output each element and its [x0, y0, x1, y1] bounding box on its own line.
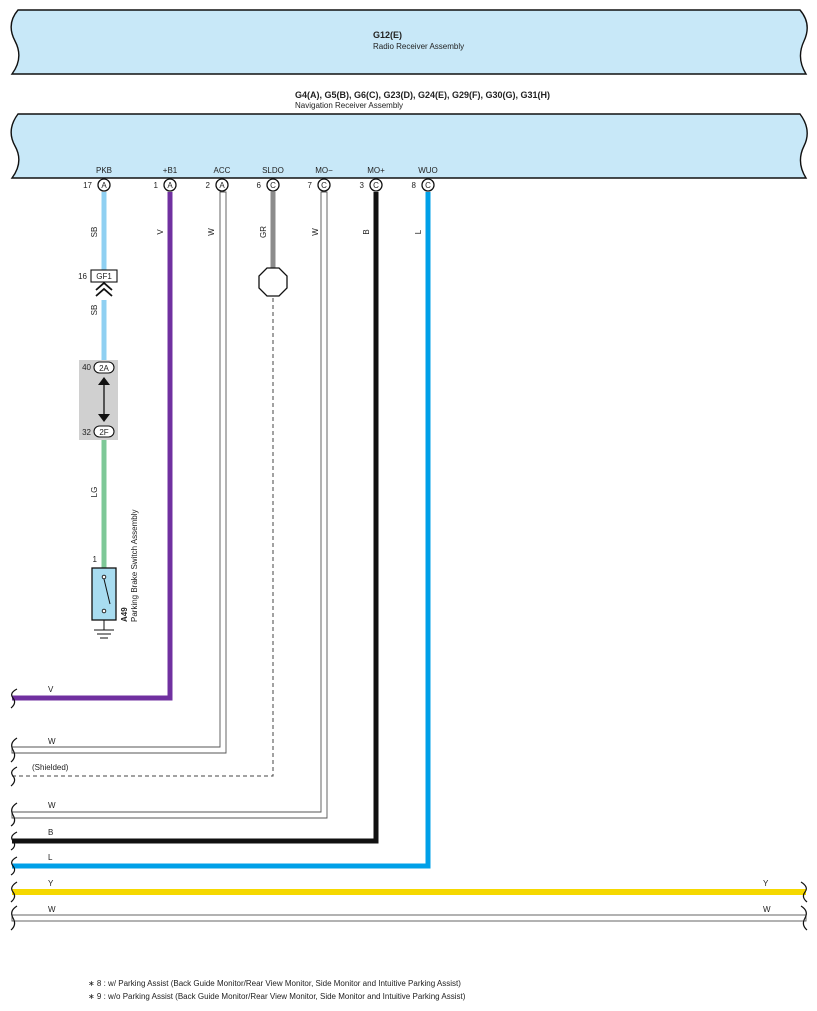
wire-label-v: V [156, 229, 165, 235]
pin-name-b1: +B1 [163, 166, 178, 175]
nav-name: Navigation Receiver Assembly [295, 101, 403, 110]
connector-sldo [266, 178, 280, 192]
pin-num-mo-minus: 7 [308, 181, 313, 190]
junction-top-label: 2A [99, 364, 109, 373]
conn-sldo: C [270, 181, 276, 190]
pin-num-sldo: 6 [257, 181, 262, 190]
connector-acc [215, 178, 229, 192]
wire-label-b: B [362, 229, 371, 234]
wire-label-sb: SB [90, 227, 99, 238]
h-label-w3-right: W [763, 905, 771, 914]
wire-mo-minus-w [11, 191, 328, 819]
wire-shielded [12, 298, 274, 777]
radio-code: G12(E) [373, 30, 402, 40]
wire-label-sb-2: SB [90, 305, 99, 316]
h-label-v: V [48, 685, 54, 694]
pin-row: PKB 17 A +B1 1 A ACC 2 A SLDO 6 C MO− 7 … [83, 166, 438, 192]
junction-block: 40 2A 32 2F [79, 360, 118, 440]
conn-mo-plus: C [373, 181, 379, 190]
pin-name-wuo: WUO [418, 166, 438, 175]
connector-mo-minus [317, 178, 331, 192]
conn-wuo: C [425, 181, 431, 190]
h-label-w3: W [48, 905, 56, 914]
parking-brake-switch: 1 A49 Parking Brake Switch Assembly [91, 510, 139, 639]
pin-name-sldo: SLDO [262, 166, 284, 175]
wire-label-acc-w: W [207, 228, 216, 236]
h-label-y-right: Y [763, 879, 769, 888]
shield-ground-octagon [258, 267, 288, 297]
connector-mo-plus [369, 178, 383, 192]
pin-num-mo-plus: 3 [360, 181, 365, 190]
h-label-w2: W [48, 801, 56, 810]
h-label-b: B [48, 828, 53, 837]
conn-b1: A [167, 181, 173, 190]
switch-pin: 1 [93, 555, 98, 564]
wire-label-l: L [414, 229, 423, 234]
pin-name-acc: ACC [214, 166, 231, 175]
connector-wuo [421, 178, 435, 192]
pin-num-pkb: 17 [83, 181, 92, 190]
footnote-2: ∗ 9 : w/o Parking Assist (Back Guide Mon… [88, 992, 466, 1001]
wire-b [12, 192, 379, 844]
gf1-label: GF1 [96, 272, 112, 281]
pin-name-pkb: PKB [96, 166, 112, 175]
connector-pkb [97, 178, 111, 192]
wire-label-lg: LG [90, 487, 99, 498]
h-label-w1: W [48, 737, 56, 746]
switch-code: A49 [120, 607, 129, 622]
conn-mo-minus: C [321, 181, 327, 190]
pin-num-b1: 1 [154, 181, 159, 190]
wire-label-gr: GR [259, 226, 268, 238]
h-label-l: L [48, 853, 53, 862]
pin-num-wuo: 8 [412, 181, 417, 190]
navigation-receiver-box [10, 113, 808, 179]
pin-name-mo-plus: MO+ [367, 166, 385, 175]
wire-l [12, 192, 431, 869]
radio-name: Radio Receiver Assembly [373, 42, 464, 51]
junction-bottom-label: 2F [99, 428, 108, 437]
gf1-connector: 16 GF1 [78, 269, 118, 297]
conn-acc: A [219, 181, 225, 190]
wire-v [12, 192, 173, 701]
h-label-y: Y [48, 879, 54, 888]
h-label-shielded: (Shielded) [32, 763, 69, 772]
wire-color-labels: SB V W GR W B L SB LG [90, 226, 423, 498]
pin-num-acc: 2 [206, 181, 211, 190]
radio-receiver-box [10, 9, 808, 75]
switch-name: Parking Brake Switch Assembly [130, 510, 139, 623]
nav-codes: G4(A), G5(B), G6(C), G23(D), G24(E), G29… [295, 90, 550, 100]
wire-acc-w [11, 191, 227, 754]
junction-bottom-num: 32 [82, 428, 91, 437]
footnote-1: ∗ 8 : w/ Parking Assist (Back Guide Moni… [88, 979, 461, 988]
wire-break-brackets [10, 688, 808, 931]
connector-b1 [163, 178, 177, 192]
wire-label-mo-minus-w: W [311, 228, 320, 236]
pin-name-mo-minus: MO− [315, 166, 333, 175]
conn-pkb: A [101, 181, 107, 190]
junction-top-num: 40 [82, 363, 91, 372]
wire-w-horizontal [11, 914, 807, 922]
gf1-num: 16 [78, 272, 87, 281]
horizontal-wire-labels: V W (Shielded) W B L Y W Y W [32, 685, 771, 914]
